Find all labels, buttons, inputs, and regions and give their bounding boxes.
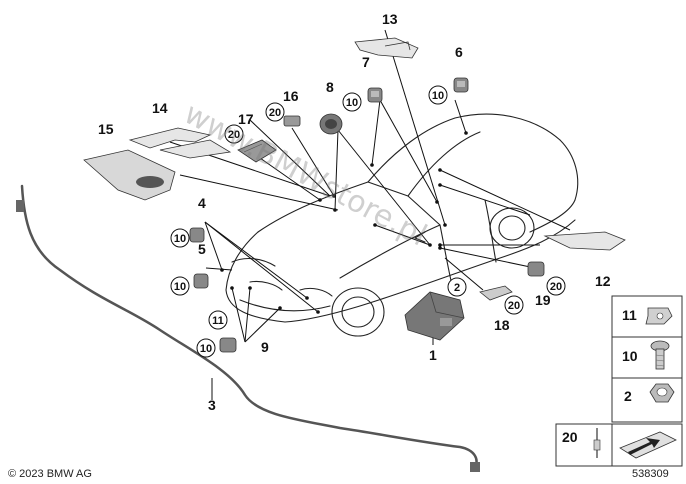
part-18-bracket xyxy=(479,285,513,301)
part-3-cable xyxy=(20,184,478,470)
label-4: 4 xyxy=(198,195,206,211)
label-1: 1 xyxy=(429,347,437,363)
clip-nut-icon xyxy=(645,307,673,325)
copyright-text: © 2023 BMW AG xyxy=(8,468,92,480)
circled-10-near-5: 10 xyxy=(170,276,190,296)
label-12: 12 xyxy=(595,273,611,289)
legend-11-number: 11 xyxy=(622,307,637,323)
legend-2-number: 2 xyxy=(624,388,632,404)
leader-dots xyxy=(220,131,468,314)
label-9: 9 xyxy=(261,339,269,355)
bolt-icon xyxy=(650,340,670,370)
part-5-sensor xyxy=(193,273,209,289)
circled-10-near-6: 10 xyxy=(428,85,448,105)
svg-text:20: 20 xyxy=(508,300,520,312)
label-13: 13 xyxy=(382,11,398,27)
circled-20-near-17: 20 xyxy=(224,124,244,144)
svg-text:20: 20 xyxy=(269,107,281,119)
diagram-id: 538309 xyxy=(632,468,669,480)
part-1-control-unit xyxy=(404,291,465,341)
label-19: 19 xyxy=(535,292,551,308)
circled-20-near-18: 20 xyxy=(504,295,524,315)
part-9-sensor xyxy=(219,337,237,353)
label-16: 16 xyxy=(283,88,299,104)
circled-10-near-4: 10 xyxy=(170,228,190,248)
svg-text:20: 20 xyxy=(228,129,240,141)
circled-10-near-9: 10 xyxy=(196,338,216,358)
part-4-sensor xyxy=(189,227,205,243)
label-18: 18 xyxy=(494,317,510,333)
label-8: 8 xyxy=(326,79,334,95)
fastener-legend: 11 10 2 xyxy=(611,295,683,423)
part-3-connector xyxy=(16,200,480,472)
svg-text:11: 11 xyxy=(212,315,224,327)
label-6: 6 xyxy=(455,44,463,60)
leader-lines xyxy=(169,29,571,400)
hex-nut-icon xyxy=(649,383,675,403)
rivet-icon xyxy=(593,428,601,458)
circled-10-near-7: 10 xyxy=(342,92,362,112)
part-14-bracket xyxy=(128,127,232,159)
circled-20-near-19: 20 xyxy=(546,276,566,296)
legend-10-number: 10 xyxy=(622,348,638,364)
part-8-round-module xyxy=(319,113,343,135)
part-19-sensor xyxy=(527,261,545,277)
part-labels: 13 6 7 8 16 17 14 15 4 5 9 3 1 18 19 12 xyxy=(98,11,611,413)
svg-text:10: 10 xyxy=(346,97,358,109)
label-15: 15 xyxy=(98,121,114,137)
label-7: 7 xyxy=(362,54,370,70)
label-3: 3 xyxy=(208,397,216,413)
circled-20-near-16: 20 xyxy=(265,102,285,122)
circled-labels: 10 10 20 20 10 10 11 10 2 20 20 xyxy=(170,85,566,358)
part-17-module xyxy=(237,139,277,163)
part-13-bracket xyxy=(354,37,419,59)
part-6-sensor xyxy=(453,77,469,93)
part-16-sensor xyxy=(283,115,301,127)
bottom-legend: 20 xyxy=(555,423,683,467)
svg-text:10: 10 xyxy=(432,90,444,102)
label-17: 17 xyxy=(238,111,254,127)
part-15-tray xyxy=(83,149,176,201)
part-7-sensor xyxy=(367,87,383,103)
svg-text:10: 10 xyxy=(174,233,186,245)
svg-text:10: 10 xyxy=(200,343,212,355)
circled-11-near-9: 11 xyxy=(208,310,228,330)
label-14: 14 xyxy=(152,100,168,116)
svg-text:20: 20 xyxy=(550,281,562,293)
part-12-bracket xyxy=(543,231,626,251)
label-5: 5 xyxy=(198,241,206,257)
svg-text:2: 2 xyxy=(454,282,460,294)
legend-20-number: 20 xyxy=(562,429,578,445)
arrow-panel-icon xyxy=(619,431,677,459)
circled-2-near-1: 2 xyxy=(447,277,467,297)
svg-text:10: 10 xyxy=(174,281,186,293)
